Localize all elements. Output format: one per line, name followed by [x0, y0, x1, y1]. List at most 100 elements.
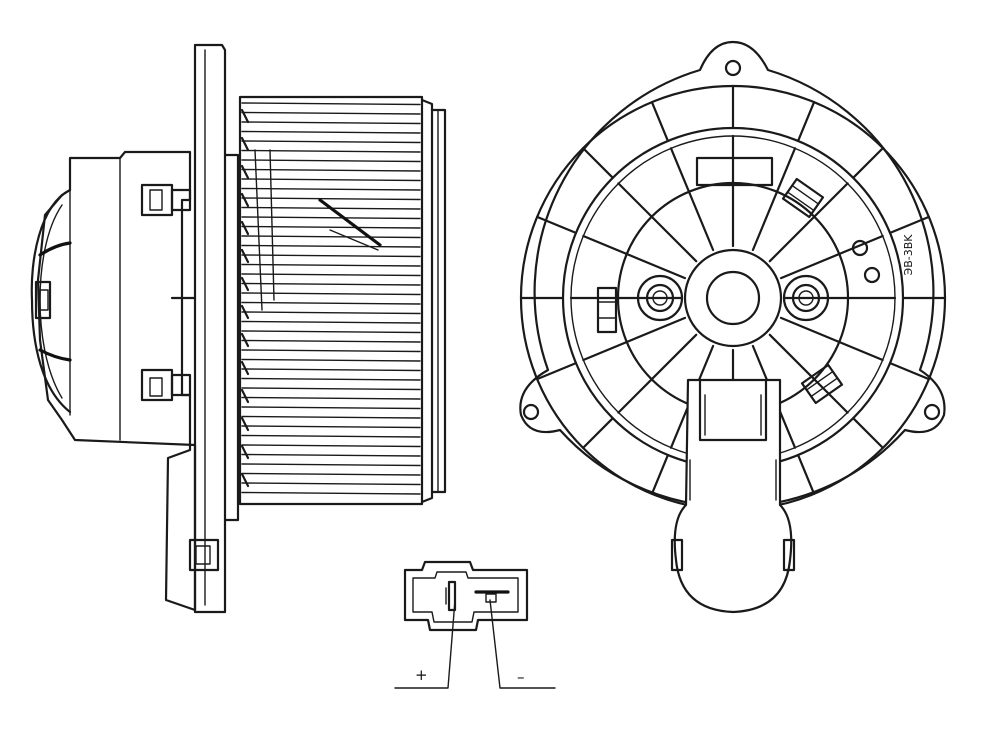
hex-nut-upper: [781, 177, 825, 219]
mount-clip-upper: [140, 183, 192, 217]
fan-blade-tip: [240, 192, 250, 208]
outer-rib: [581, 147, 614, 179]
fan-blade: [241, 292, 421, 296]
fan-blade: [241, 491, 421, 495]
motor-shaft: [705, 270, 761, 326]
inner-rib: [617, 182, 698, 263]
fan-blade-tip: [240, 416, 250, 432]
inner-rib: [582, 316, 687, 362]
fan-blade: [241, 235, 421, 239]
inner-rib: [768, 182, 849, 263]
outer-rib: [535, 362, 578, 381]
inner-rib: [779, 234, 884, 280]
outer-rib: [650, 100, 670, 142]
fan-blade: [241, 121, 421, 125]
outer-rib: [852, 417, 885, 449]
fan-blade: [241, 254, 421, 258]
outer-rib: [888, 362, 931, 381]
fan-blade: [241, 444, 421, 448]
fan-blade: [241, 482, 421, 486]
fan-blade-tip: [240, 220, 250, 236]
mount-hole-top: [724, 59, 742, 77]
fan-blade: [241, 159, 421, 163]
outer-rib: [796, 454, 816, 495]
inner-rib: [768, 333, 849, 414]
fan-blade: [241, 415, 421, 419]
fan-blade: [241, 349, 421, 353]
fan-blade: [241, 396, 421, 400]
outer-rib: [650, 454, 670, 495]
fan-blade: [241, 434, 421, 438]
fan-wheel: [238, 95, 447, 506]
fan-blade: [241, 111, 421, 115]
motor-housing: [36, 150, 197, 612]
fan-blade: [241, 311, 421, 315]
fan-blade: [241, 187, 421, 191]
fan-blade: [241, 130, 421, 134]
fan-blade: [241, 178, 421, 182]
outer-rib: [852, 147, 885, 179]
fan-blade-tip: [240, 276, 250, 292]
inner-rib: [582, 234, 687, 280]
fan-blade: [241, 282, 421, 286]
fan-blade: [241, 406, 421, 410]
fan-blade: [241, 197, 421, 201]
connector-outline: [403, 560, 529, 632]
mount-hole-right: [923, 403, 941, 421]
connector-detail: + –: [394, 560, 556, 689]
fan-blade: [241, 168, 421, 172]
fan-blade: [241, 330, 421, 334]
outer-rib: [796, 100, 816, 142]
mount-hole-left: [522, 403, 540, 421]
fan-blade: [241, 472, 421, 476]
fan-blade: [241, 368, 421, 372]
fan-blade: [241, 301, 421, 305]
outer-rib: [888, 215, 931, 234]
fan-blade-tip: [240, 444, 250, 460]
fan-blade: [241, 273, 421, 277]
hex-nut-left: [596, 286, 618, 334]
motor-endcap: [30, 188, 72, 414]
fan-blade-tip: [240, 164, 250, 180]
outer-rib: [535, 215, 578, 234]
fan-blade-tip: [240, 472, 250, 488]
fan-blade-tip: [240, 332, 250, 348]
fan-blade: [241, 377, 421, 381]
fan-blade-tip: [240, 108, 250, 124]
fan-blade: [241, 358, 421, 362]
fan-blade: [241, 320, 421, 324]
inner-rib: [751, 147, 797, 252]
outer-rib: [581, 417, 614, 449]
fan-blade-tip: [240, 304, 250, 320]
fan-blade-tip: [240, 136, 250, 152]
mount-clip-lower: [140, 368, 192, 402]
mounting-flange: [170, 43, 240, 614]
fan-blade: [241, 425, 421, 429]
marker-dot-lower: [863, 266, 881, 284]
negative-terminal-label: –: [517, 668, 525, 686]
fan-blade: [241, 263, 421, 267]
housing-marking: ЭB-3BK: [902, 234, 915, 276]
positive-terminal-label: +: [415, 666, 428, 684]
motor-hub-outer: [683, 248, 783, 348]
fan-blade: [241, 216, 421, 220]
fan-blade: [241, 453, 421, 457]
fan-blade: [241, 140, 421, 144]
inner-rib: [617, 333, 698, 414]
screw-boss-right: [782, 274, 830, 322]
fan-blade: [241, 102, 421, 106]
fan-blade: [241, 149, 421, 153]
positive-leader-line: [394, 599, 456, 689]
side-view: [30, 43, 447, 614]
fan-blade-tip: [240, 360, 250, 376]
top-bracket: [695, 156, 774, 187]
fan-blade: [241, 244, 421, 248]
hex-nut-lower: [800, 363, 844, 405]
fan-blade: [241, 387, 421, 391]
front-view: ЭB-3BK: [519, 40, 947, 614]
negative-leader-line: [489, 599, 556, 689]
fan-blade: [241, 225, 421, 229]
fan-blade-tip: [240, 388, 250, 404]
